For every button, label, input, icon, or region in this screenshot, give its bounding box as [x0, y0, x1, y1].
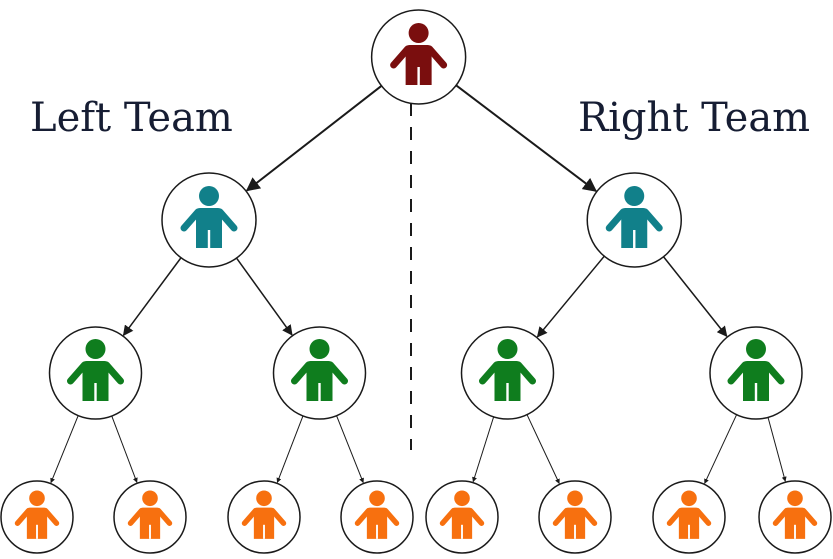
person-icon — [666, 490, 712, 539]
connector-right-sub-lead-2-to-right-member-4 — [767, 417, 787, 482]
connector-leader-to-right-team-lead — [455, 84, 598, 192]
person-icon — [291, 339, 348, 401]
person-icon — [390, 23, 448, 85]
node-right-team-lead — [586, 172, 682, 268]
node-left-team-lead — [161, 172, 257, 268]
connector-right-sub-lead-1-to-right-member-1 — [472, 416, 495, 483]
connector-left-team-lead-to-left-sub-lead-2 — [235, 257, 293, 336]
node-right-sub-lead-1 — [460, 326, 555, 420]
person-icon — [67, 339, 124, 401]
connector-left-sub-lead-2-to-left-member-4 — [336, 415, 364, 484]
member-nodes — [0, 9, 832, 554]
person-icon — [241, 490, 287, 539]
connector-right-team-lead-to-right-sub-lead-2 — [662, 256, 728, 338]
node-left-member-4 — [340, 480, 414, 554]
person-icon — [439, 490, 485, 539]
node-left-sub-lead-2 — [272, 326, 367, 420]
person-icon — [479, 339, 536, 401]
person-icon — [727, 339, 785, 401]
connector-right-team-lead-to-right-sub-lead-1 — [536, 255, 605, 338]
person-icon — [127, 490, 173, 539]
connector-lines — [50, 84, 787, 484]
node-right-sub-lead-2 — [709, 326, 803, 420]
node-left-sub-lead-1 — [48, 326, 143, 420]
person-icon — [605, 186, 663, 248]
person-icon — [180, 186, 238, 248]
connector-leader-to-left-team-lead — [245, 85, 383, 192]
node-right-member-3 — [652, 480, 726, 554]
connector-left-sub-lead-1-to-left-member-1 — [50, 415, 79, 484]
node-leader — [370, 9, 467, 105]
person-icon — [354, 490, 400, 539]
person-icon — [772, 490, 818, 539]
node-left-member-3 — [227, 480, 301, 554]
connector-left-sub-lead-2-to-left-member-3 — [276, 415, 304, 483]
node-right-member-2 — [538, 480, 612, 554]
connector-left-team-lead-to-left-sub-lead-1 — [122, 257, 182, 337]
node-right-member-1 — [425, 480, 499, 554]
node-left-member-2 — [113, 480, 187, 554]
person-icon — [14, 490, 60, 539]
person-icon — [552, 490, 598, 539]
connector-right-sub-lead-2-to-right-member-3 — [704, 414, 738, 484]
node-right-member-4 — [758, 480, 832, 554]
node-left-member-1 — [0, 480, 74, 554]
right-team-label: Right Team — [578, 95, 811, 141]
connector-left-sub-lead-1-to-left-member-2 — [111, 415, 138, 483]
connector-right-sub-lead-1-to-right-member-2 — [526, 414, 560, 484]
left-team-label: Left Team — [30, 95, 233, 141]
